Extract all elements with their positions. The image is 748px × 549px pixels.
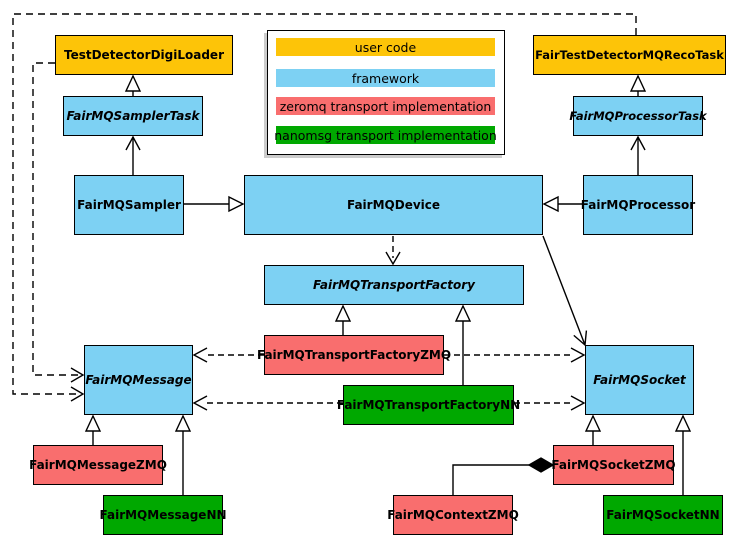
node-fairmqprocessortask: FairMQProcessorTask <box>569 96 707 136</box>
legend-label: user code <box>354 39 417 55</box>
edge-messagezmq-message <box>84 414 102 445</box>
legend-item-user-code: user code <box>276 38 495 56</box>
edge-factoryzmq-socket <box>444 347 586 363</box>
edge-factorynn-transportfactory <box>454 304 472 385</box>
node-fairmqsocket: FairMQSocket <box>585 345 694 415</box>
node-fairmqmessagenn: FairMQMessageNN <box>99 495 227 535</box>
edge-device-socket <box>542 235 588 347</box>
edge-messagenn-message <box>174 414 192 495</box>
node-fairmqmessagezmq: FairMQMessageZMQ <box>29 445 167 485</box>
edge-recotask-message <box>12 13 637 402</box>
legend-item-framework: framework <box>276 69 495 87</box>
edge-factoryzmq-message <box>192 347 264 363</box>
node-fairmqsocketzmq: FairMQSocketZMQ <box>551 445 676 485</box>
node-fairmqprocessor: FairMQProcessor <box>581 175 695 235</box>
node-fairmqtransportfactory: FairMQTransportFactory <box>264 265 524 305</box>
edge-processor-device <box>542 195 583 213</box>
edge-digiloader-message <box>32 62 85 383</box>
node-fairtestdetectormqrecotask: FairTestDetectorMQRecoTask <box>533 35 726 75</box>
edge-factoryzmq-transportfactory <box>334 304 352 335</box>
edge-socketzmq-socket <box>584 414 602 445</box>
legend-item-nanomsg: nanomsg transport implementation <box>274 126 497 144</box>
edge-sampler-device <box>184 195 245 213</box>
edge-sampler-samplertask <box>125 135 141 175</box>
node-testdetectordigiloader: TestDetectorDigiLoader <box>55 35 233 75</box>
node-fairmqdevice: FairMQDevice <box>244 175 543 235</box>
edge-device-transportfactory <box>385 236 401 266</box>
edge-factorynn-message <box>192 395 343 411</box>
node-fairmqmessage: FairMQMessage <box>84 345 193 415</box>
edge-socketnn-socket <box>674 414 692 495</box>
node-fairmqsocketnn: FairMQSocketNN <box>603 495 723 535</box>
legend-panel: user code framework zeromq transport imp… <box>267 30 505 155</box>
node-fairmqsamplertask: FairMQSamplerTask <box>63 96 203 136</box>
node-fairmqtransportfactoryzmq: FairMQTransportFactoryZMQ <box>257 335 451 375</box>
edge-processortask-recotask <box>629 74 647 96</box>
node-fairmqtransportfactorynn: FairMQTransportFactoryNN <box>337 385 520 425</box>
legend-label: zeromq transport implementation <box>279 98 492 114</box>
edge-samplertask-digiloader <box>124 74 142 96</box>
edge-factorynn-socket <box>514 395 586 411</box>
edge-processor-processortask <box>630 135 646 175</box>
node-fairmqsampler: FairMQSampler <box>74 175 184 235</box>
node-fairmqcontextzmq: FairMQContextZMQ <box>387 495 519 535</box>
legend-label: nanomsg transport implementation <box>274 127 497 143</box>
legend-item-zeromq: zeromq transport implementation <box>276 97 495 115</box>
legend-label: framework <box>351 70 420 86</box>
edge-contextzmq-socketzmq <box>452 457 555 495</box>
